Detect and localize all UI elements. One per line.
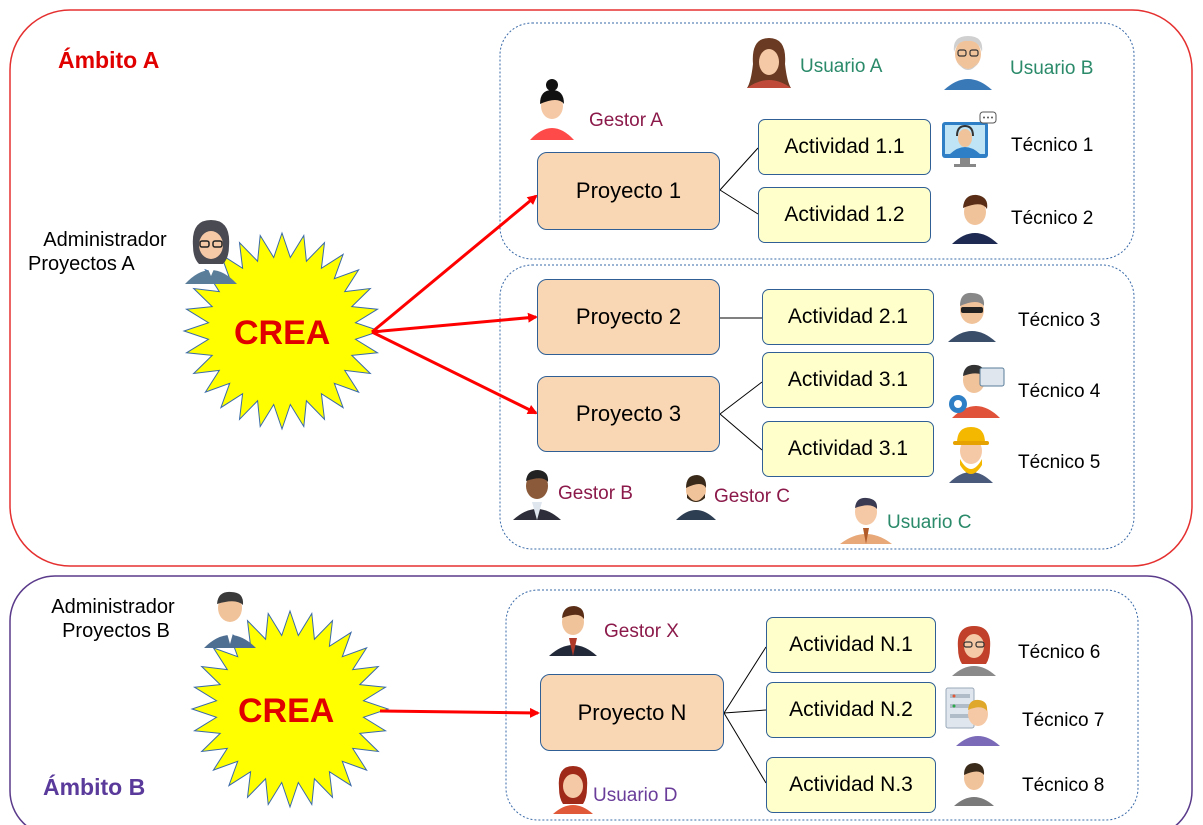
administrator-b-line2: Proyectos B: [62, 619, 170, 642]
tecnico-1-label: Técnico 1: [1011, 135, 1094, 156]
gestor-c-label: Gestor C: [714, 486, 791, 507]
gestor-b-label: Gestor B: [558, 483, 633, 504]
tecnico-5-label: Técnico 5: [1018, 452, 1101, 473]
tecnico-7-label: Técnico 7: [1022, 710, 1105, 731]
administrator-b-line1: Administrador: [51, 596, 175, 618]
tecnico-2-label: Técnico 2: [1011, 208, 1094, 229]
crea-label-a: CREA: [234, 314, 331, 352]
redhead-woman-avatar-icon: [553, 766, 593, 814]
administrator-a-line2: Proyectos A: [28, 252, 135, 275]
proyecto-n-box[interactable]: Proyecto N: [540, 674, 724, 751]
scope-a-frame: [9, 9, 1193, 567]
man-sunglasses-avatar-icon: [948, 292, 996, 342]
project-group-1-frame: [499, 22, 1135, 260]
administrator-b-label: Administrador Proyectos B: [30, 596, 196, 643]
man-suit-tie-avatar-icon: [549, 606, 597, 656]
project-group-n-frame: [505, 589, 1139, 821]
actividad-2-1-box[interactable]: Actividad 2.1: [762, 289, 934, 345]
actividad-n-3-box[interactable]: Actividad N.3: [766, 757, 936, 813]
woman-red-hair-avatar-icon: [952, 626, 996, 676]
usuario-c-label: Usuario C: [887, 512, 972, 533]
actividad-n-2-box[interactable]: Actividad N.2: [766, 682, 936, 738]
actividad-n-1-box[interactable]: Actividad N.1: [766, 617, 936, 673]
administrator-a-label: Administrador Proyectos A: [22, 229, 188, 276]
support-headset-monitor-icon: [942, 111, 997, 167]
woman-bun-avatar-icon: [530, 79, 574, 140]
project-group-2-frame: [499, 264, 1135, 550]
administrator-a-line1: Administrador: [43, 229, 167, 251]
tecnico-6-label: Técnico 6: [1018, 642, 1101, 663]
dark-skin-man-suit-icon: [513, 470, 561, 520]
businessman-avatar-icon: [204, 591, 256, 648]
bearded-man-avatar-icon: [676, 475, 716, 520]
gestor-a-label: Gestor A: [589, 110, 663, 131]
actividad-1-2-box[interactable]: Actividad 1.2: [758, 187, 931, 243]
man-shirt-tie-avatar-icon: [840, 497, 892, 544]
actividad-3-1b-box[interactable]: Actividad 3.1: [762, 421, 934, 477]
gestor-x-label: Gestor X: [604, 621, 679, 642]
arrow-to-proyecto-n: [379, 707, 540, 718]
arrow-to-proyecto-2: [371, 312, 538, 334]
developer-gear-icon: [949, 364, 1005, 418]
proyecto-3-box[interactable]: Proyecto 3: [537, 376, 720, 452]
usuario-b-label: Usuario B: [1010, 58, 1094, 79]
worker-hardhat-avatar-icon: [949, 427, 993, 483]
actividad-3-1-box[interactable]: Actividad 3.1: [762, 352, 934, 408]
connectors: [719, 147, 767, 784]
man-dark-hair-avatar-icon: [954, 763, 994, 806]
tecnico-3-label: Técnico 3: [1018, 310, 1101, 331]
proyecto-1-box[interactable]: Proyecto 1: [537, 152, 720, 230]
tecnico-8-label: Técnico 8: [1022, 775, 1105, 796]
old-man-glasses-avatar-icon: [944, 36, 992, 90]
arrow-to-proyecto-1: [371, 194, 538, 334]
tecnico-4-label: Técnico 4: [1018, 381, 1101, 402]
crea-burst-b: [190, 609, 390, 809]
usuario-d-label: Usuario D: [593, 785, 678, 806]
scope-b-frame: [9, 575, 1193, 825]
scope-b-title: Ámbito B: [43, 774, 146, 800]
man-avatar-icon: [952, 194, 998, 244]
long-hair-woman-avatar-icon: [747, 38, 791, 88]
actividad-1-1-box[interactable]: Actividad 1.1: [758, 119, 931, 175]
arrow-to-proyecto-3: [371, 330, 538, 415]
crea-label-b: CREA: [238, 692, 335, 730]
scope-a-title: Ámbito A: [58, 47, 160, 73]
man-server-rack-icon: [945, 687, 1000, 746]
proyecto-2-box[interactable]: Proyecto 2: [537, 279, 720, 355]
usuario-a-label: Usuario A: [800, 56, 883, 77]
woman-glasses-avatar-icon: [185, 220, 237, 284]
